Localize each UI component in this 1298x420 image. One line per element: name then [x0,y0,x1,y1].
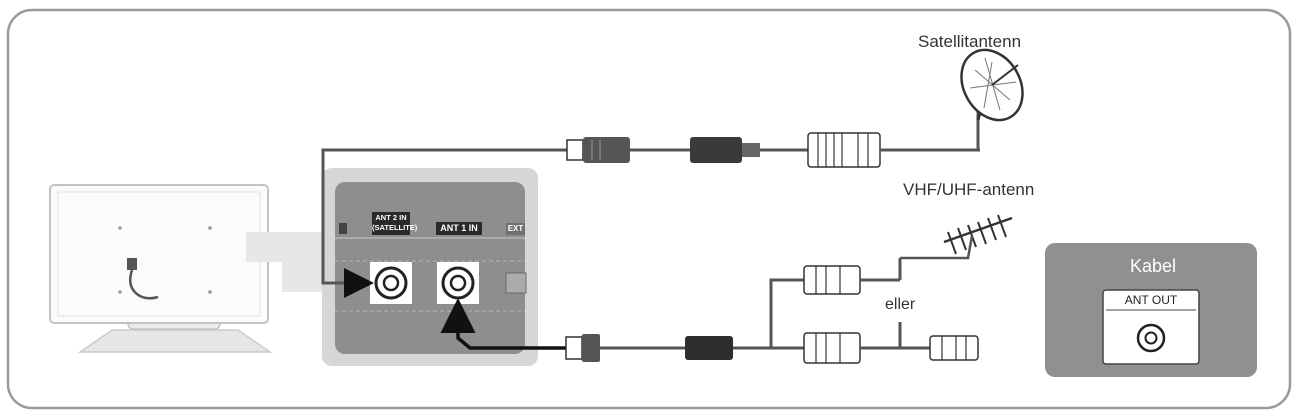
tv-back [49,184,325,353]
ant2-in-label-line1: ANT 2 IN [375,213,407,222]
satellite-dish-icon [960,48,1024,122]
ant1-in-label: ANT 1 IN [436,222,482,235]
or-label: eller [883,296,918,314]
ext-label: EXT [506,223,525,235]
ant-out-label: ANT OUT [1124,293,1178,307]
antenna-cable [440,258,979,364]
vhf-uhf-antenna-icon [900,214,1013,260]
vhf-uhf-antenna-label: VHF/UHF-antenn [903,180,1035,199]
ant2-in-label-line2: (SATELLITE) [372,223,418,232]
ant1-port [437,262,479,304]
terminal-panel [322,168,538,366]
satellite-cable [321,112,980,298]
ant2-in-label: ANT 2 IN (SATELLITE) [372,212,418,235]
cable-outlet-box [1045,243,1257,377]
ant2-port [370,262,412,304]
satellite-antenna-label: Satellitantenn [918,32,1022,51]
cable-label: Kabel [1130,256,1177,276]
